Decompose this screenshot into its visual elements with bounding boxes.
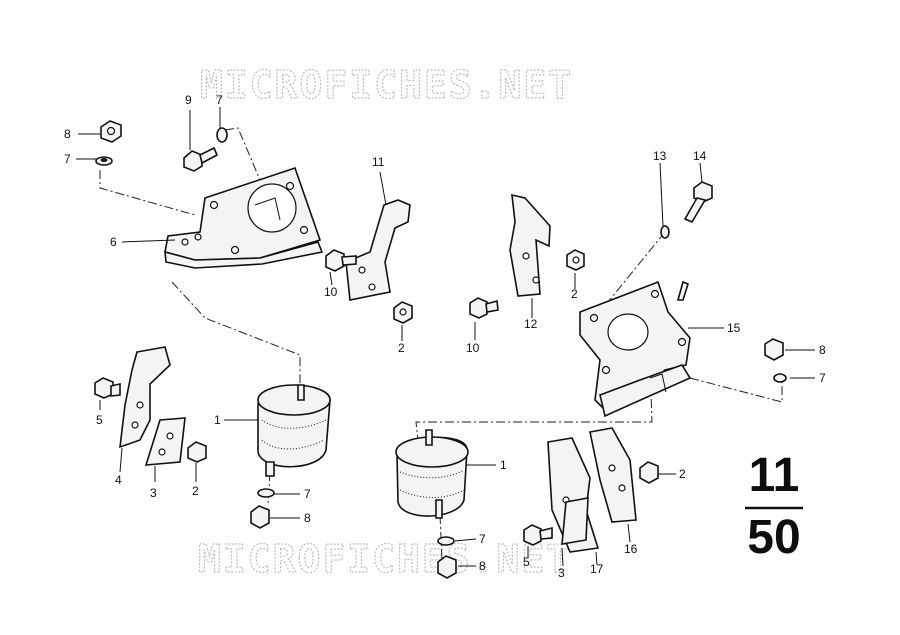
callout-5: 5	[523, 555, 530, 569]
watermark-top: MICROFICHES.NET	[200, 63, 573, 107]
bracket-11	[345, 199, 411, 301]
callout-9: 9	[185, 93, 192, 107]
washer-7-right	[773, 373, 787, 383]
callout-10: 10	[466, 341, 480, 355]
callout-7: 7	[819, 371, 826, 385]
washer-7-lower-left	[257, 488, 275, 498]
callout-8: 8	[819, 343, 826, 357]
plate-15	[579, 280, 692, 418]
bolt-5-left	[94, 377, 121, 399]
engine-mount-1-right	[395, 429, 469, 519]
callout-16: 16	[624, 542, 638, 556]
washer-7-bolt	[216, 127, 228, 143]
callout-2: 2	[571, 287, 578, 301]
nut-2-bracket-12	[566, 249, 585, 271]
callout-17: 17	[590, 562, 604, 576]
nut-8-lower-left	[250, 505, 270, 529]
washer-7-lower-right	[437, 536, 455, 546]
callout-7: 7	[479, 532, 486, 546]
nut-2-right	[639, 461, 659, 484]
plate-3-left	[144, 417, 186, 466]
bracket-4	[119, 346, 171, 449]
callout-1: 1	[214, 413, 221, 427]
nut-2-bracket-11	[393, 301, 413, 324]
callout-12: 12	[524, 317, 538, 331]
callout-7: 7	[216, 93, 223, 107]
bolt-9	[183, 146, 219, 172]
nut-8-right	[764, 338, 784, 361]
callout-3: 3	[558, 566, 565, 580]
nut-8-top-left	[100, 120, 122, 143]
nut-2-left	[187, 441, 207, 463]
callout-11: 11	[372, 155, 385, 169]
bolt-5-right	[523, 524, 553, 546]
callout-8: 8	[64, 127, 71, 141]
bolt-10-left	[325, 249, 357, 272]
callout-8: 8	[479, 559, 486, 573]
bolt-14	[683, 181, 713, 224]
callout-6: 6	[110, 235, 117, 249]
callout-labels: 8 7 9 7 6 11 10 2 2 12 10 13 14 15 8 7 5…	[64, 93, 826, 580]
callout-2: 2	[679, 467, 686, 481]
callout-3: 3	[150, 486, 157, 500]
bracket-6	[164, 166, 324, 269]
bracket-16	[589, 427, 637, 523]
page-number-bottom: 50	[747, 511, 801, 564]
callout-13: 13	[653, 149, 667, 163]
bolt-10-right	[469, 297, 499, 319]
callout-8: 8	[304, 511, 311, 525]
washer-13	[660, 225, 670, 239]
watermark-bottom: MICROFICHES.NET	[198, 537, 571, 581]
plate-3-right	[561, 497, 589, 545]
callout-5: 5	[96, 413, 103, 427]
washer-7-top-left	[95, 156, 113, 166]
page-number-top: 11	[748, 449, 800, 502]
callout-1: 1	[500, 458, 507, 472]
callout-7: 7	[304, 487, 311, 501]
callout-4: 4	[115, 473, 122, 487]
engine-mount-1-left	[257, 384, 331, 477]
nut-8-lower-right	[437, 555, 457, 579]
callout-2: 2	[398, 341, 405, 355]
callout-15: 15	[727, 321, 741, 335]
bracket-12	[509, 193, 551, 297]
callout-7: 7	[64, 152, 71, 166]
callout-14: 14	[693, 149, 707, 163]
callout-10: 10	[324, 285, 338, 299]
callout-2: 2	[192, 484, 199, 498]
leader-lines	[76, 107, 815, 567]
